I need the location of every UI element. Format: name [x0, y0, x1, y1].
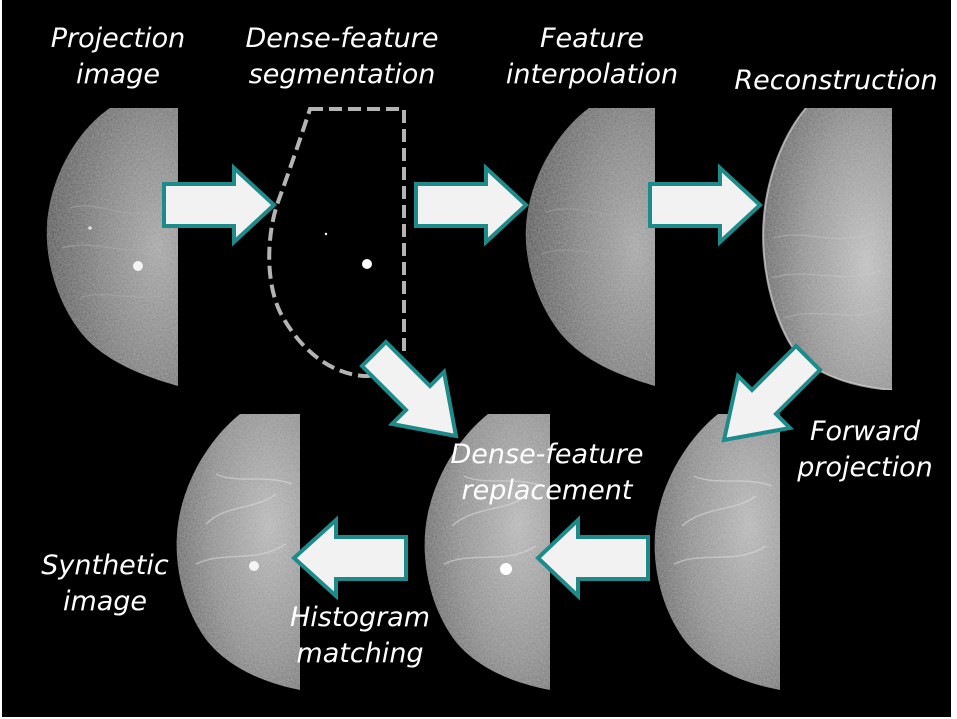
label-segmentation: Dense-feature segmentation	[232, 21, 452, 93]
arrow-interpolation-to-reconstruction	[648, 166, 762, 244]
forward-projection-panel	[642, 414, 780, 690]
label-line: Histogram	[272, 600, 448, 636]
label-line: Synthetic	[30, 548, 180, 584]
label-line: Dense-feature	[434, 437, 660, 473]
label-histogram-matching: Histogram matching	[272, 600, 448, 672]
arrow-replacement-to-synthetic	[292, 518, 408, 598]
label-line: matching	[272, 636, 448, 672]
label-line: segmentation	[232, 57, 452, 93]
label-line: interpolation	[492, 57, 692, 93]
label-reconstruction: Reconstruction	[724, 63, 948, 99]
label-line: image	[30, 584, 180, 620]
label-line: Feature	[492, 21, 692, 57]
label-projection-image: Projection image	[30, 21, 206, 93]
arrow-forward-projection-to-replacement	[536, 518, 650, 598]
arrow-projection-to-segmentation	[162, 166, 276, 244]
label-forward-projection: Forward projection	[786, 414, 944, 486]
projection-image-panel	[40, 108, 178, 386]
label-feature-interpolation: Feature interpolation	[492, 21, 692, 93]
label-line: replacement	[434, 473, 660, 509]
label-line: Dense-feature	[232, 21, 452, 57]
label-line: Projection	[30, 21, 206, 57]
dense-feature-mask-panel	[264, 106, 412, 380]
label-line: Reconstruction	[724, 63, 948, 99]
label-synthetic-image: Synthetic image	[30, 548, 180, 620]
arrow-segmentation-to-replacement	[360, 340, 460, 440]
arrow-segmentation-to-interpolation	[414, 166, 528, 244]
label-line: projection	[786, 450, 944, 486]
label-dense-feature-replacement: Dense-feature replacement	[434, 437, 660, 509]
label-line: image	[30, 57, 206, 93]
label-line: Forward	[786, 414, 944, 450]
feature-interpolation-panel	[517, 108, 655, 386]
